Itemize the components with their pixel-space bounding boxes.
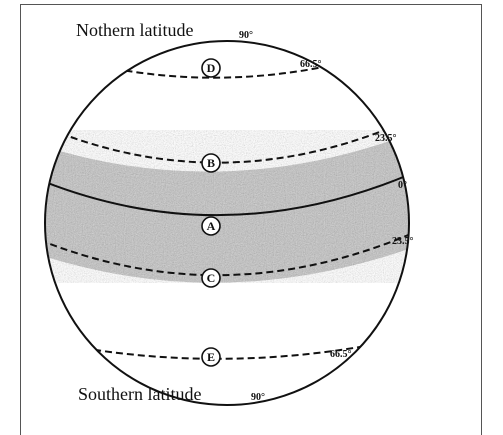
globe-outline xyxy=(44,40,410,406)
zone-label-d: D xyxy=(207,61,216,75)
zone-marker-c: C xyxy=(201,268,221,288)
tropic-of-cancer-line xyxy=(45,114,409,164)
antarctic-circle-line xyxy=(45,334,409,360)
latitude-label-23-5-south: 23.5° xyxy=(392,236,414,247)
zone-marker-e: E xyxy=(201,347,221,367)
southern-latitude-title: Southern latitude xyxy=(78,384,201,404)
equator-line xyxy=(45,169,409,217)
latitude-label-23-5-north: 23.5° xyxy=(375,133,397,144)
zone-label-b: B xyxy=(207,156,215,170)
arctic-circle-line xyxy=(45,41,409,79)
zone-label-e: E xyxy=(207,350,215,364)
zone-marker-d: D xyxy=(201,58,221,78)
zone-marker-a: A xyxy=(201,216,221,236)
latitude-label-equator: 0° xyxy=(398,180,407,191)
tropical-zone-shading xyxy=(45,130,409,283)
northern-latitude-title: Nothern latitude xyxy=(76,20,193,40)
tropic-of-capricorn-line xyxy=(45,229,409,277)
zone-marker-b: B xyxy=(201,153,221,173)
latitude-label-66-5-south: 66.5° xyxy=(330,349,352,360)
south-pole-degree: 90° xyxy=(251,392,265,403)
zone-label-a: A xyxy=(207,219,216,233)
zone-label-c: C xyxy=(207,271,216,285)
north-pole-degree: 90° xyxy=(239,30,253,41)
figure-frame xyxy=(20,4,482,435)
latitude-label-66-5-north: 66.5° xyxy=(300,59,322,70)
